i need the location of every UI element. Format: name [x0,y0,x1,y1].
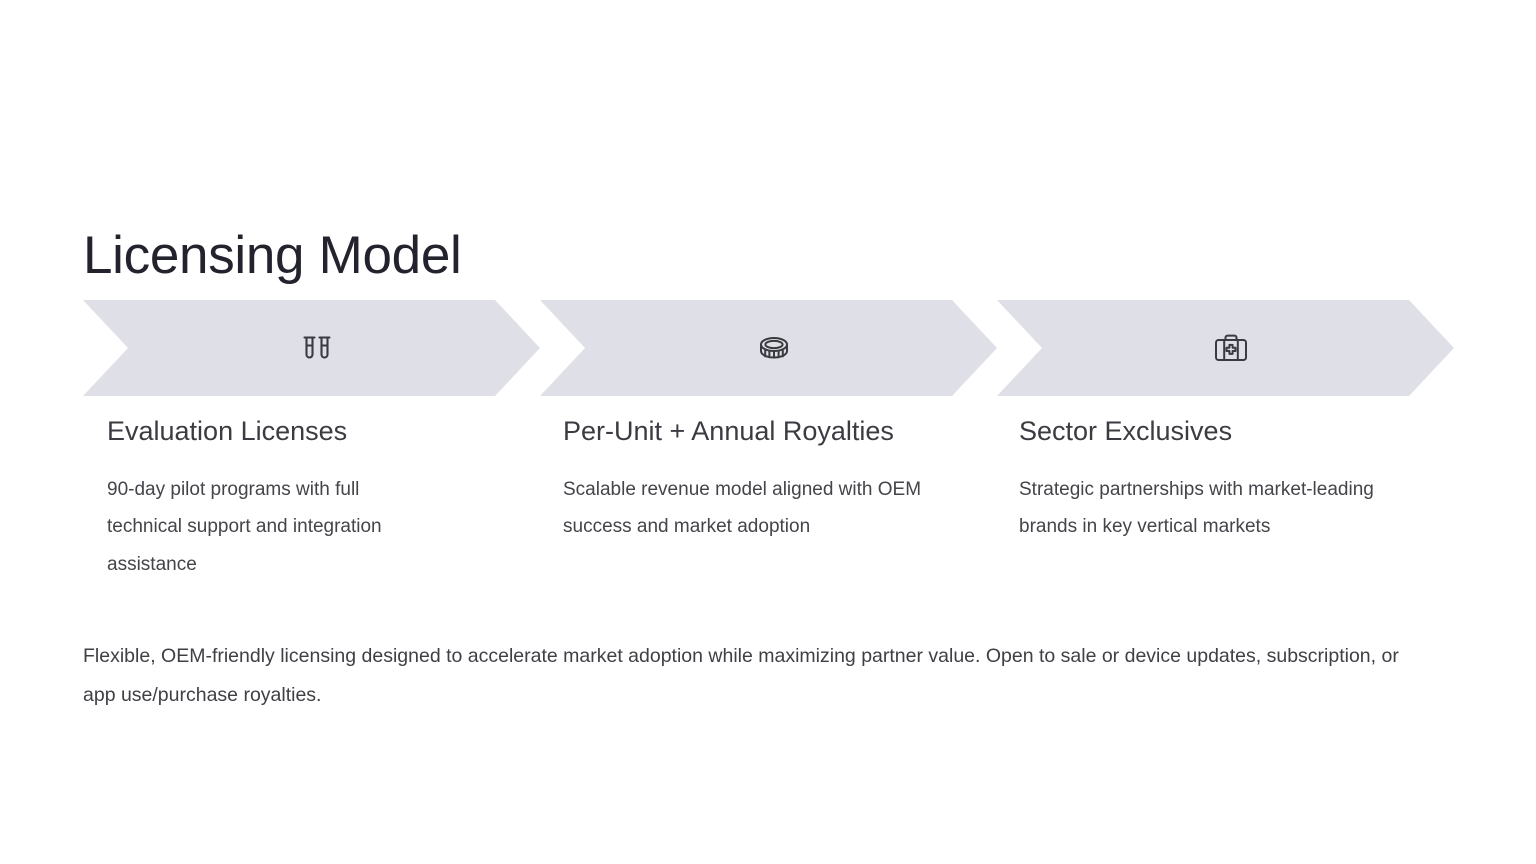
first-aid-kit-icon [1211,328,1251,368]
chevron-step-3[interactable] [997,300,1454,396]
step-column-1: Evaluation Licenses 90-day pilot program… [107,415,527,584]
step-title-2: Per-Unit + Annual Royalties [563,416,894,446]
step-body-2: Scalable revenue model aligned with OEM … [563,478,922,538]
step-body-1: 90-day pilot programs with full technica… [107,478,382,575]
step-title-3: Sector Exclusives [1019,416,1233,446]
step-column-2: Per-Unit + Annual Royalties Scalable rev… [563,415,983,546]
process-chevron-band [0,300,1536,396]
step-title-1: Evaluation Licenses [107,416,348,446]
test-tubes-icon [297,328,337,368]
coin-icon [754,328,794,368]
step-body-3: Strategic partnerships with market-leadi… [1019,478,1374,538]
chevron-step-1[interactable] [83,300,540,396]
footer-summary-text: Flexible, OEM-friendly licensing designe… [83,645,1399,707]
page-title: Licensing Model [83,225,462,285]
chevron-step-2[interactable] [540,300,997,396]
step-column-3: Sector Exclusives Strategic partnerships… [1019,415,1439,546]
